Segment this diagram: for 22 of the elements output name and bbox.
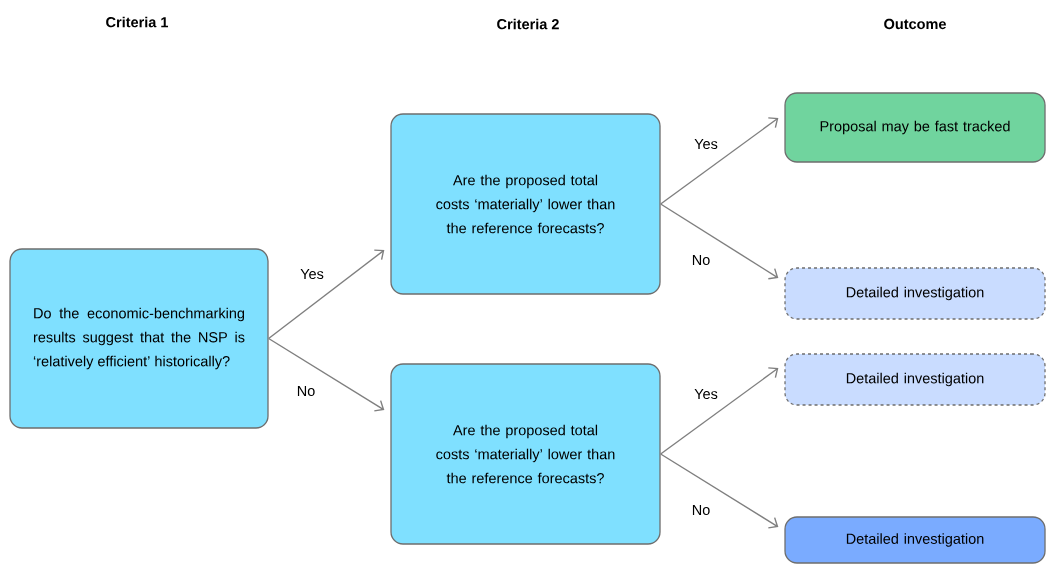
outcome-box: Proposal may be fast tracked bbox=[784, 92, 1046, 163]
arrow bbox=[659, 453, 779, 529]
arrow bbox=[659, 203, 779, 280]
edge-label: Yes bbox=[693, 137, 719, 151]
column-heading: Outcome bbox=[884, 18, 946, 30]
decision-box: Do the economic-benchmarking results suggest that the NSP is ‘relatively efficient’ historically? bbox=[9, 248, 269, 429]
arrow bbox=[659, 367, 779, 455]
arrow bbox=[267, 249, 385, 340]
arrow bbox=[267, 337, 385, 412]
outcome-box: Detailed investigation bbox=[784, 267, 1046, 320]
decision-box: Are the proposed total costs ‘materially’ lower than the reference forecasts? bbox=[390, 363, 661, 545]
outcome-box: Detailed investigation bbox=[784, 353, 1046, 406]
column-heading: Criteria 2 bbox=[497, 18, 559, 30]
edge-label: No bbox=[690, 503, 712, 517]
edge-label: No bbox=[295, 384, 317, 398]
edge-label: Yes bbox=[693, 387, 719, 401]
outcome-box: Detailed investigation bbox=[784, 516, 1046, 564]
decision-box: Are the proposed total costs ‘materially’ lower than the reference forecasts? bbox=[390, 113, 661, 295]
edge-label: Yes bbox=[299, 267, 325, 281]
arrow bbox=[659, 117, 779, 205]
edge-label: No bbox=[690, 253, 712, 267]
column-heading: Criteria 1 bbox=[106, 16, 168, 28]
